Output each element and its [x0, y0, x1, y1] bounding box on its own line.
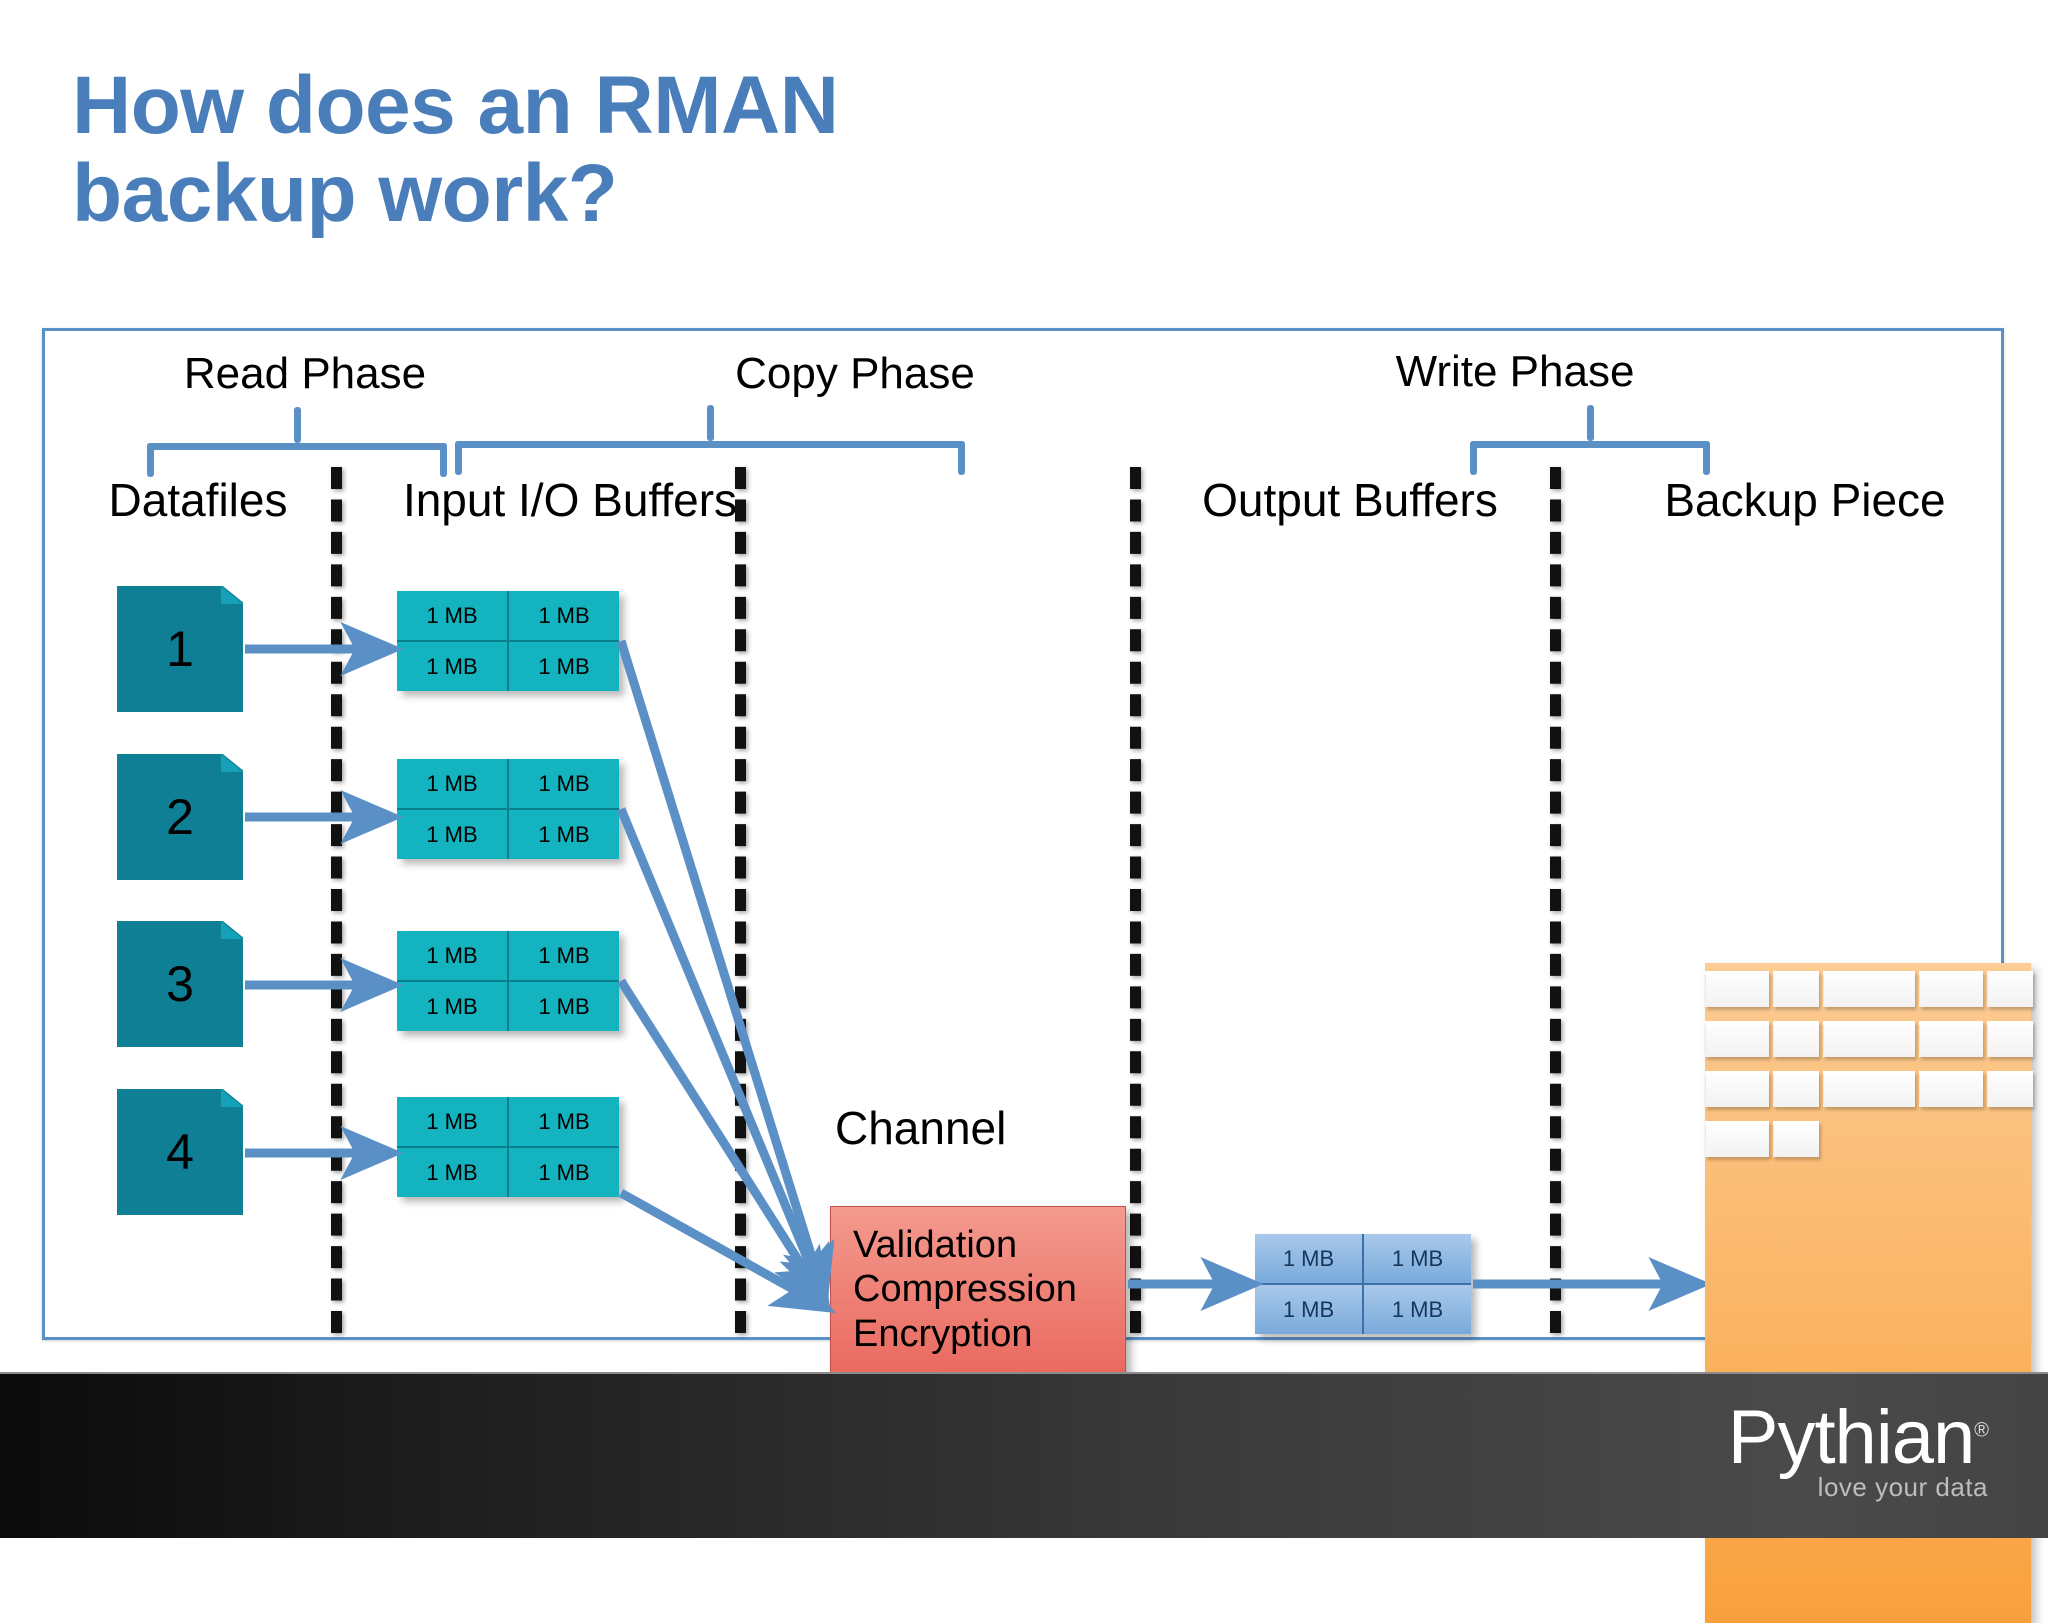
buffer-cell: 1 MB: [509, 591, 619, 640]
brace-read-phase: [147, 407, 447, 479]
buffer-cell: 1 MB: [397, 591, 507, 640]
buffer-cell: 1 MB: [1255, 1285, 1362, 1334]
channel-label: Channel: [835, 1102, 1007, 1154]
column-header-datafiles: Datafiles: [108, 474, 288, 526]
registered-trademark-icon: ®: [1974, 1419, 1989, 1442]
buffer-cell: 1 MB: [397, 642, 507, 691]
datafile-label: 3: [166, 956, 194, 1012]
phase-label-copy: Copy Phase: [735, 349, 975, 398]
page-fold-icon: [221, 586, 243, 604]
divider-outputbuffers-backuppiece: [1550, 467, 1561, 1333]
channel-box[interactable]: Validation Compression Encryption: [830, 1206, 1126, 1396]
buffer-cell: 1 MB: [1364, 1234, 1471, 1283]
page-fold-icon: [221, 921, 243, 939]
channel-op-validation: Validation: [853, 1224, 1018, 1266]
output-buffer-group[interactable]: 1 MB 1 MB 1 MB 1 MB: [1255, 1234, 1471, 1334]
datafile-4[interactable]: 4: [117, 1089, 243, 1215]
input-buffer-group-3[interactable]: 1 MB 1 MB 1 MB 1 MB: [397, 931, 619, 1031]
buffer-cell: 1 MB: [509, 1097, 619, 1146]
page-title: How does an RMAN backup work?: [72, 60, 839, 239]
input-buffer-group-4[interactable]: 1 MB 1 MB 1 MB 1 MB: [397, 1097, 619, 1197]
buffer-cell: 1 MB: [397, 1148, 507, 1197]
buffer-cell: 1 MB: [509, 642, 619, 691]
buffer-cell: 1 MB: [1364, 1285, 1471, 1334]
datafile-3[interactable]: 3: [117, 921, 243, 1047]
column-header-backup-piece: Backup Piece: [1664, 474, 1946, 526]
datafile-label: 1: [166, 621, 194, 677]
page-fold-icon: [221, 754, 243, 772]
backup-piece-row: [1705, 1021, 2033, 1057]
buffer-cell: 1 MB: [397, 931, 507, 980]
brace-write-phase: [1470, 405, 1710, 477]
buffer-cell: 1 MB: [509, 931, 619, 980]
input-buffer-group-2[interactable]: 1 MB 1 MB 1 MB 1 MB: [397, 759, 619, 859]
buffer-cell: 1 MB: [1255, 1234, 1362, 1283]
buffer-cell: 1 MB: [397, 982, 507, 1031]
page-fold-icon: [221, 1089, 243, 1107]
logo-word-text: Pythian: [1727, 1395, 1975, 1480]
buffer-cell: 1 MB: [509, 810, 619, 859]
backup-piece-row-partial: [1705, 1121, 1819, 1157]
logo-tagline: love your data: [1817, 1472, 1988, 1502]
footer-bar: Pythian® love your data: [0, 1372, 2048, 1538]
logo-wordmark: Pythian®: [1728, 1400, 1989, 1476]
datafile-label: 2: [166, 789, 194, 845]
phase-label-read: Read Phase: [183, 349, 427, 398]
pythian-logo: Pythian® love your data: [1728, 1400, 1989, 1503]
divider-copy-outputbuffers: [1130, 467, 1141, 1333]
backup-piece-row: [1705, 1071, 2033, 1107]
backup-piece-row: [1705, 971, 2033, 1007]
datafile-1[interactable]: 1: [117, 586, 243, 712]
divider-inputbuffers-copy: [735, 467, 746, 1333]
channel-op-compression: Compression: [853, 1268, 1077, 1311]
buffer-cell: 1 MB: [509, 1148, 619, 1197]
buffer-cell: 1 MB: [397, 1097, 507, 1146]
datafile-2[interactable]: 2: [117, 754, 243, 880]
channel-op-encryption: Encryption: [853, 1312, 1033, 1355]
divider-datafiles-inputbuffers: [331, 467, 342, 1333]
brace-copy-phase: [455, 405, 965, 477]
column-header-output-buffers: Output Buffers: [1202, 474, 1498, 526]
column-header-input-buffers: Input I/O Buffers: [402, 474, 738, 526]
buffer-cell: 1 MB: [397, 810, 507, 859]
buffer-cell: 1 MB: [397, 759, 507, 808]
buffer-cell: 1 MB: [509, 982, 619, 1031]
phase-label-write: Write Phase: [1395, 347, 1635, 396]
diagram-panel: Read Phase Copy Phase Write Phase Datafi…: [42, 328, 2033, 1623]
input-buffer-group-1[interactable]: 1 MB 1 MB 1 MB 1 MB: [397, 591, 619, 691]
buffer-cell: 1 MB: [509, 759, 619, 808]
datafile-label: 4: [166, 1124, 194, 1180]
